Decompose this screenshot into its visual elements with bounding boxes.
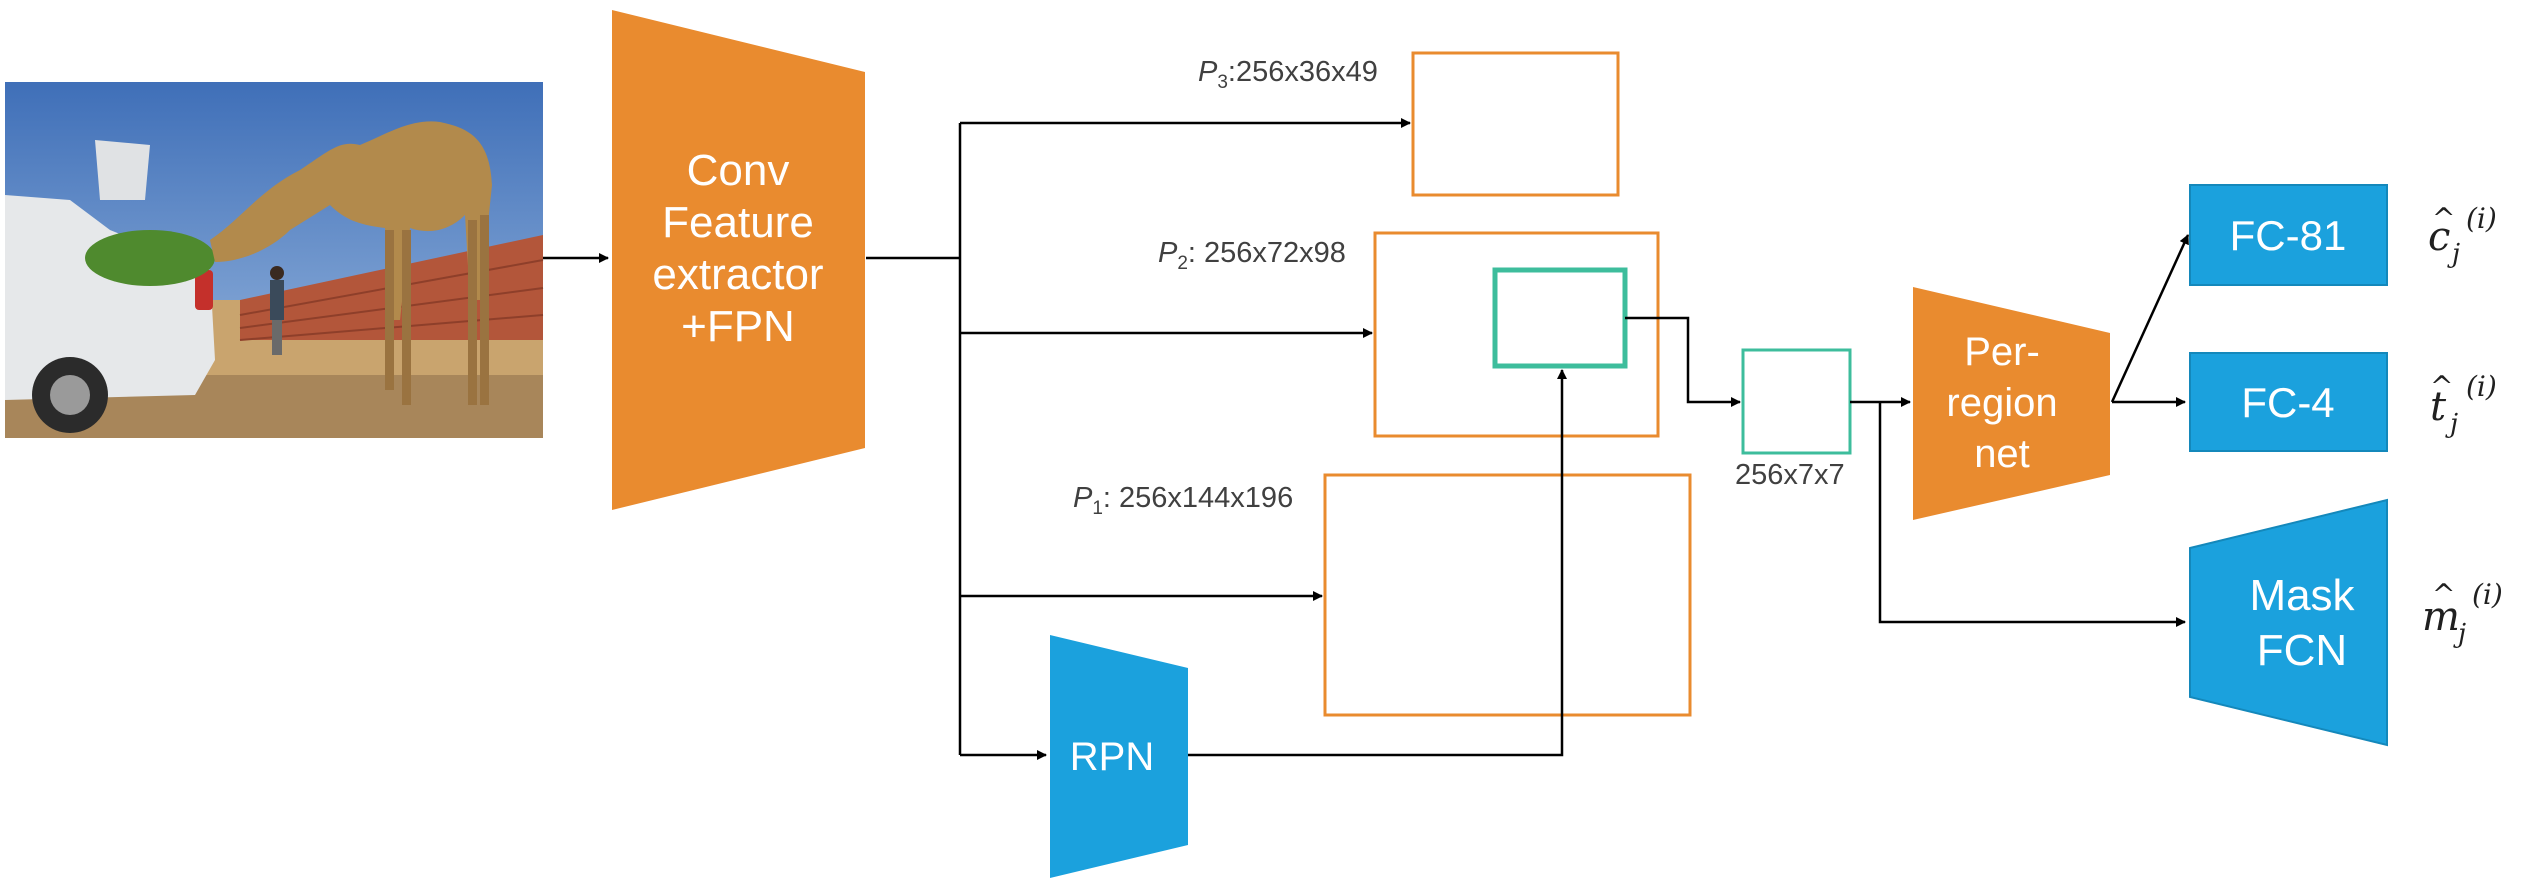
svg-text:j: j: [2445, 409, 2458, 439]
backbone-label-line3: extractor: [652, 250, 823, 299]
fc81-label: FC-81: [2230, 212, 2347, 259]
feature-map-p1: [1323, 473, 1692, 717]
mask-output-label: m ^ j (i): [2422, 578, 2503, 649]
svg-text:c: c: [2428, 214, 2450, 260]
svg-text:(i): (i): [2466, 202, 2497, 235]
rpn-block: RPN: [1050, 635, 1188, 878]
per-region-label-line3: net: [1974, 432, 2030, 476]
pooled-roi-label: 256x7x7: [1735, 459, 1845, 491]
feature-map-p2: [1373, 231, 1660, 438]
backbone-label-line4: +FPN: [681, 302, 795, 351]
svg-text:(i): (i): [2466, 370, 2497, 403]
per-region-label-line1: Per-: [1964, 330, 2040, 374]
fc4-label: FC-4: [2241, 379, 2334, 426]
svg-text:^: ^: [2432, 578, 2455, 611]
backbone-label-line1: Conv: [687, 146, 790, 195]
backbone-block: Conv Feature extractor +FPN: [612, 10, 865, 510]
fc81-block: FC-81: [2189, 184, 2388, 286]
mask-fcn-label-line2: FCN: [2257, 626, 2347, 675]
svg-text:t: t: [2430, 384, 2447, 430]
p1-label: P1: 256x144x196: [1073, 482, 1293, 519]
per-region-label-line2: region: [1946, 381, 2057, 425]
mask-fcn-label-line1: Mask: [2249, 571, 2355, 620]
arrow-roi-to-pooled: [1625, 316, 1741, 407]
class-output-label: c ^ j (i): [2428, 202, 2497, 269]
input-image: camera-photo-icon: [5, 82, 544, 438]
pooled-roi-feature: [1741, 348, 1852, 455]
arrow-rpn-to-roi: [1188, 369, 1567, 757]
per-region-net-block: Per- region net: [1913, 287, 2110, 520]
arrow-pooled-to-mask: [1878, 402, 2186, 627]
backbone-label-line2: Feature: [662, 198, 814, 247]
svg-text:(i): (i): [2472, 578, 2503, 611]
p2-label: P2: 256x72x98: [1158, 237, 1346, 274]
mask-fcn-block: Mask FCN: [2189, 498, 2388, 747]
fc4-block: FC-4: [2189, 352, 2388, 452]
svg-text:m: m: [2422, 594, 2460, 640]
p3-label: P3:256x36x49: [1198, 56, 1378, 93]
arrow-to-fc81: [2110, 234, 2190, 403]
svg-text:^: ^: [2430, 370, 2453, 403]
box-output-label: t ^ j (i): [2430, 370, 2497, 439]
roi-box-on-p2: [1492, 267, 1628, 369]
feature-map-p3: [1411, 51, 1620, 197]
rpn-label: RPN: [1070, 735, 1154, 779]
svg-text:^: ^: [2432, 202, 2455, 235]
